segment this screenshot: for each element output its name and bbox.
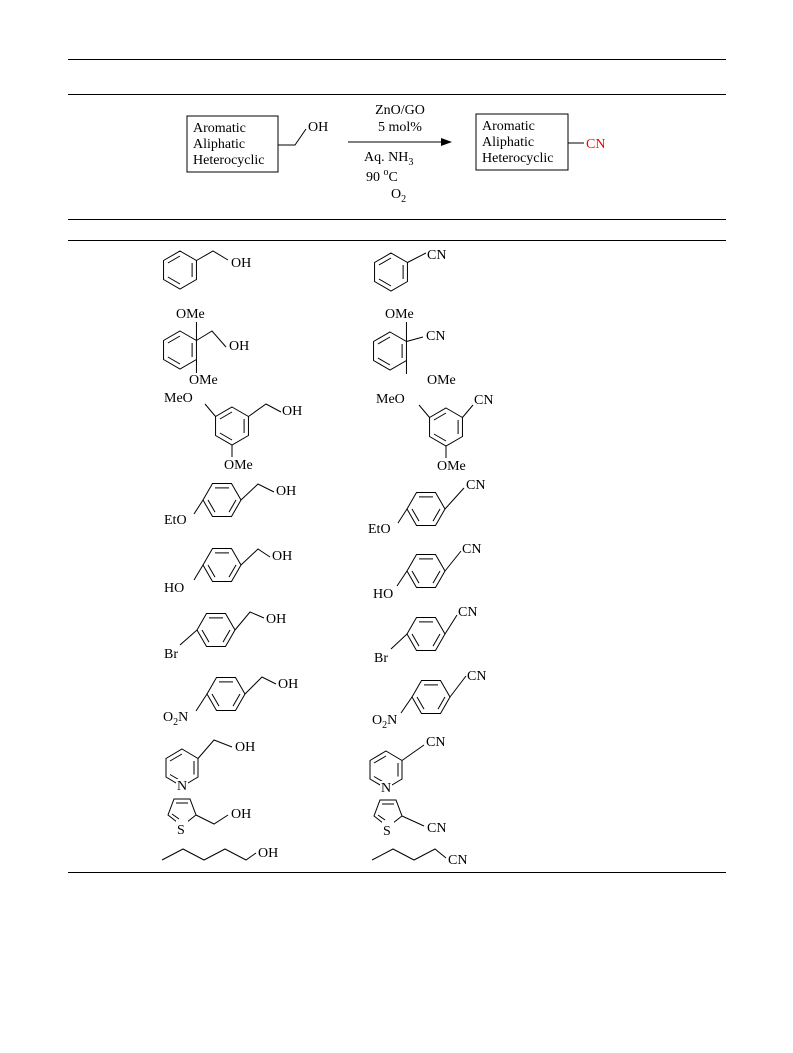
row-4-substrate: OH EtO xyxy=(164,483,296,528)
product-cn-label: CN xyxy=(586,137,605,152)
scheme-top-rule xyxy=(68,94,726,95)
substrate-box xyxy=(186,115,279,173)
svg-text:OH: OH xyxy=(229,339,249,354)
substrate-box-line-2: Aliphatic xyxy=(193,137,245,152)
row-2-product: OMe CN OMe xyxy=(373,307,456,388)
condition-oxidant: O2 xyxy=(391,187,406,205)
svg-text:OMe: OMe xyxy=(437,459,466,474)
row-8-product: CN N xyxy=(369,735,445,796)
row-5-substrate: OH HO xyxy=(164,548,292,596)
row-3-product: MeO CN OMe xyxy=(376,392,493,474)
svg-text:S: S xyxy=(177,823,185,838)
svg-text:CN: CN xyxy=(462,542,481,557)
svg-text:OH: OH xyxy=(266,612,286,627)
substrate-box-line-1: Aromatic xyxy=(193,121,246,136)
svg-text:OH: OH xyxy=(258,846,278,861)
svg-text:CN: CN xyxy=(458,605,477,620)
row-2-substrate: OMe OH OMe xyxy=(163,307,249,388)
svg-text:OH: OH xyxy=(235,740,255,755)
row-9-product: CN S xyxy=(373,799,446,839)
svg-text:O2N: O2N xyxy=(163,710,188,728)
table-top-rule xyxy=(68,59,726,60)
row-1-product: CN xyxy=(374,248,446,292)
scheme-bottom-rule xyxy=(68,219,726,220)
svg-text:CN: CN xyxy=(426,735,445,750)
svg-text:OMe: OMe xyxy=(224,458,253,473)
condition-catalyst: ZnO/GO xyxy=(375,103,425,118)
row-6-substrate: OH Br xyxy=(164,611,286,662)
svg-text:N: N xyxy=(177,779,187,794)
svg-text:OMe: OMe xyxy=(385,307,414,322)
header-rule xyxy=(68,240,726,241)
condition-reagent: Aq. NH3 xyxy=(364,150,413,168)
svg-text:OH: OH xyxy=(276,484,296,499)
product-box xyxy=(475,113,569,171)
product-box-line-2: Aliphatic xyxy=(482,135,534,150)
substrate-oh-label: OH xyxy=(308,120,328,135)
row-8-substrate: OH N xyxy=(165,739,255,794)
product-box-line-3: Heterocyclic xyxy=(482,151,554,166)
product-box-line-1: Aromatic xyxy=(482,119,535,134)
svg-text:OH: OH xyxy=(278,677,298,692)
svg-text:OH: OH xyxy=(282,404,302,419)
svg-text:EtO: EtO xyxy=(164,513,187,528)
svg-text:HO: HO xyxy=(164,581,184,596)
row-10-product: CN xyxy=(371,848,467,868)
svg-text:Br: Br xyxy=(374,651,388,666)
row-7-product: CN O2N xyxy=(372,669,486,731)
svg-text:CN: CN xyxy=(467,669,486,684)
reaction-scheme: Aromatic Aliphatic Heterocyclic OH ZnO/G… xyxy=(186,103,605,205)
svg-text:CN: CN xyxy=(448,853,467,868)
svg-text:OMe: OMe xyxy=(189,373,218,388)
svg-text:CN: CN xyxy=(426,329,445,344)
svg-text:OMe: OMe xyxy=(176,307,205,322)
row-1-substrate: OH xyxy=(163,250,251,290)
svg-text:N: N xyxy=(381,781,391,796)
svg-text:OH: OH xyxy=(231,256,251,271)
substrate-box-line-3: Heterocyclic xyxy=(193,153,265,168)
svg-text:OMe: OMe xyxy=(427,373,456,388)
row-9-substrate: OH S xyxy=(167,798,251,838)
reaction-arrow-head xyxy=(441,138,452,146)
svg-text:OH: OH xyxy=(231,807,251,822)
row-5-product: CN HO xyxy=(373,542,481,602)
row-3-substrate: MeO OH OMe xyxy=(164,391,302,473)
svg-text:O2N: O2N xyxy=(372,713,397,731)
svg-text:MeO: MeO xyxy=(164,391,193,406)
condition-temperature: 90 oC xyxy=(366,167,398,185)
svg-text:HO: HO xyxy=(373,587,393,602)
svg-text:CN: CN xyxy=(466,478,485,493)
svg-text:MeO: MeO xyxy=(376,392,405,407)
svg-text:EtO: EtO xyxy=(368,522,391,537)
row-10-substrate: OH xyxy=(161,846,278,861)
svg-text:S: S xyxy=(383,824,391,839)
svg-text:OH: OH xyxy=(272,549,292,564)
svg-text:CN: CN xyxy=(427,248,446,263)
row-6-product: CN Br xyxy=(374,605,477,666)
table-bottom-rule xyxy=(68,872,726,873)
condition-loading: 5 mol% xyxy=(378,120,422,135)
svg-text:Br: Br xyxy=(164,647,178,662)
row-7-substrate: OH O2N xyxy=(163,676,298,728)
substrate-linker-bond xyxy=(278,128,307,146)
svg-text:CN: CN xyxy=(474,393,493,408)
row-4-product: CN EtO xyxy=(368,478,485,537)
svg-text:CN: CN xyxy=(427,821,446,836)
